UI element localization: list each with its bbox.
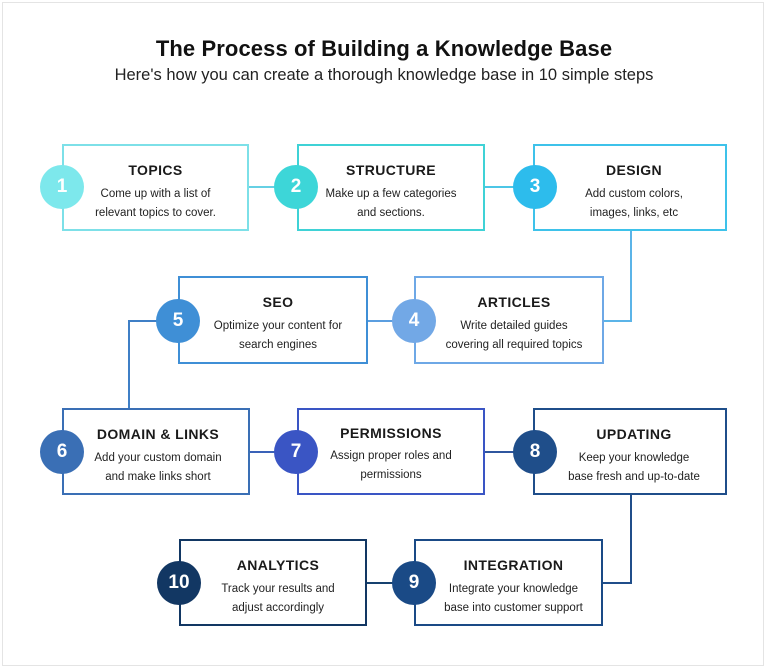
step-10-badge: 10 [157, 561, 201, 605]
step-9-badge: 9 [392, 561, 436, 605]
step-description: Make up a few categories and sections. [325, 188, 457, 219]
step-title: TOPICS [128, 162, 183, 178]
step-title: ARTICLES [477, 294, 551, 310]
step-5-badge: 5 [156, 299, 200, 343]
step-title: DESIGN [605, 162, 663, 178]
step-5-box: SEO Optimize your content for search eng… [178, 276, 368, 364]
step-8-box: UPDATING Keep your knowledge base fresh … [533, 408, 727, 495]
step-4-box: ARTICLES Write detailed guides covering … [414, 276, 604, 364]
step-6-box: DOMAIN & LINKS Add your custom domain an… [62, 408, 250, 495]
step-title: PERMISSIONS [340, 425, 442, 441]
step-description: Assign proper roles and permissions [330, 450, 452, 481]
step-title: INTEGRATION [463, 557, 564, 573]
step-description: Integrate your knowledge base into custo… [444, 583, 583, 614]
step-7-badge: 7 [274, 430, 318, 474]
diagram-subtitle: Here's how you can create a thorough kno… [114, 66, 654, 84]
connector-3-4 [603, 230, 632, 322]
step-8-badge: 8 [513, 430, 557, 474]
step-2-badge: 2 [274, 165, 318, 209]
step-description: Track your results and adjust accordingl… [221, 583, 335, 614]
step-4-badge: 4 [392, 299, 436, 343]
step-title: DOMAIN & LINKS [96, 426, 220, 442]
step-title: UPDATING [596, 426, 672, 442]
step-description: Optimize your content for search engines [213, 320, 343, 351]
step-3-box: DESIGN Add custom colors, images, links,… [533, 144, 727, 231]
step-title: STRUCTURE [346, 162, 436, 178]
step-3-badge: 3 [513, 165, 557, 209]
step-9-box: INTEGRATION Integrate your knowledge bas… [414, 539, 603, 626]
step-10-box: ANALYTICS Track your results and adjust … [179, 539, 367, 626]
step-description: Add custom colors, images, links, etc [585, 188, 683, 219]
step-6-badge: 6 [40, 430, 84, 474]
step-title: SEO [262, 294, 294, 310]
step-description: Add your custom domain and make links sh… [94, 452, 222, 483]
step-description: Write detailed guides covering all requi… [445, 320, 583, 351]
step-1-box: TOPICS Come up with a list of relevant t… [62, 144, 249, 231]
step-description: Come up with a list of relevant topics t… [95, 188, 216, 219]
step-title: ANALYTICS [236, 557, 320, 573]
step-1-badge: 1 [40, 165, 84, 209]
step-7-box: PERMISSIONS Assign proper roles and perm… [297, 408, 485, 495]
connector-8-9 [602, 494, 632, 584]
diagram-title: The Process of Building a Knowledge Base [155, 36, 613, 61]
step-2-box: STRUCTURE Make up a few categories and s… [297, 144, 485, 231]
step-description: Keep your knowledge base fresh and up-to… [568, 452, 700, 483]
